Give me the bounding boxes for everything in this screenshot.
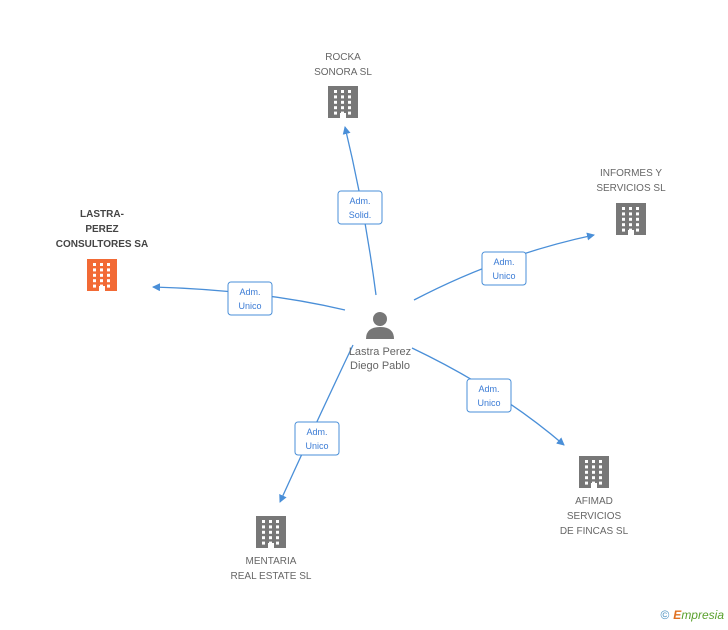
relation-label-rocka: Adm.Solid.: [349, 196, 372, 220]
relation-badge-informes[interactable]: Adm.Unico: [481, 251, 527, 286]
relation-badge-afimad[interactable]: Adm.Unico: [466, 378, 512, 413]
person-icon: [366, 312, 394, 339]
copyright-symbol: ©: [660, 608, 670, 622]
building-icon[interactable]: [579, 456, 609, 488]
building-icon[interactable]: [256, 516, 286, 548]
edges-layer: Adm.Solid.Adm.UnicoAdm.UnicoAdm.UnicoAdm…: [152, 126, 595, 503]
building-icon[interactable]: [87, 259, 117, 291]
relation-badge-rocka[interactable]: Adm.Solid.: [337, 190, 383, 225]
building-icon[interactable]: [328, 86, 358, 118]
brand-initial: E: [673, 608, 682, 622]
relation-badge-mentaria[interactable]: Adm.Unico: [294, 421, 340, 456]
relation-label-afimad: Adm.Unico: [477, 384, 500, 408]
relation-label-lastra: Adm.Unico: [238, 287, 261, 311]
relation-badge-lastra[interactable]: Adm.Unico: [227, 281, 273, 316]
relation-label-mentaria: Adm.Unico: [305, 427, 328, 451]
relation-label-informes: Adm.Unico: [492, 257, 515, 281]
building-icon[interactable]: [616, 203, 646, 235]
footer-brand[interactable]: ©Empresia: [660, 608, 724, 622]
brand-name: mpresia: [681, 608, 724, 622]
